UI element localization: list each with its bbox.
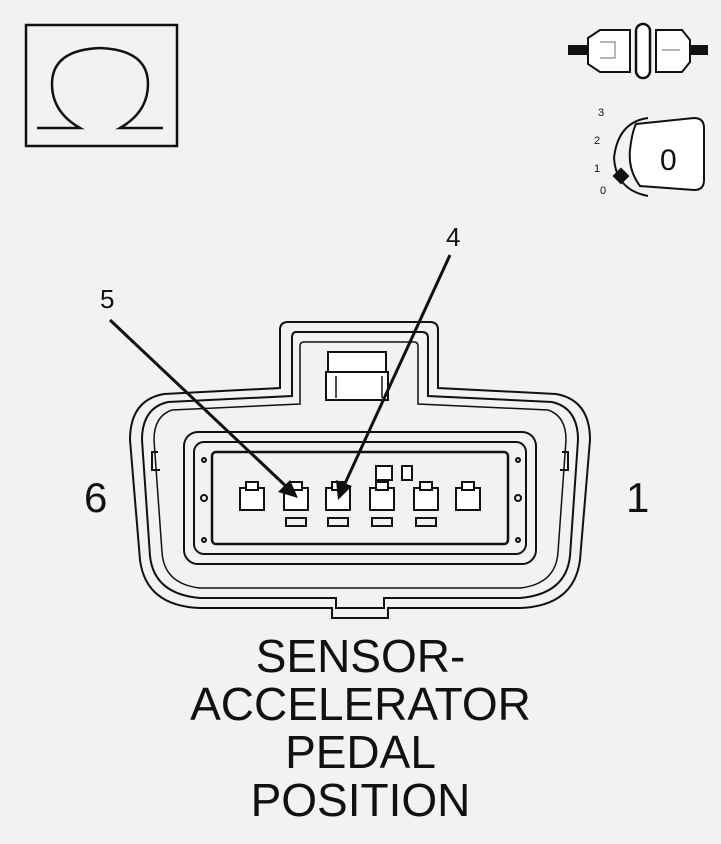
callout-arrow-5 xyxy=(108,318,292,492)
title-line: PEDAL xyxy=(285,726,436,778)
callout-arrowhead-4 xyxy=(336,480,352,500)
connector-disconnected-icon xyxy=(568,22,708,80)
pin-3-terminal xyxy=(369,481,395,527)
pin-2-terminal xyxy=(413,481,439,527)
callout-arrowhead-5 xyxy=(278,480,298,498)
ohm-meter-icon xyxy=(24,23,179,148)
connector-end-label-1: 1 xyxy=(626,474,649,521)
title-line: SENSOR- xyxy=(255,630,466,682)
title-line: POSITION xyxy=(250,774,471,826)
ignition-position-2: 2 xyxy=(594,135,600,147)
ignition-key-icon xyxy=(612,116,705,197)
connector-end-label-6: 6 xyxy=(84,474,107,521)
pin-1-terminal xyxy=(455,481,481,511)
pin-6-terminal xyxy=(239,481,265,511)
callout-label-5: 5 xyxy=(100,284,114,314)
ignition-position-3: 3 xyxy=(598,107,604,119)
ignition-position-1: 1 xyxy=(594,163,600,175)
ignition-position-0: 0 xyxy=(600,185,606,197)
callout-arrows xyxy=(108,254,452,492)
ignition-key-label: 0 xyxy=(660,144,677,177)
connector-body xyxy=(128,321,592,619)
title-line: ACCELERATOR xyxy=(190,678,531,730)
callout-arrow-4 xyxy=(340,254,452,491)
terminal-pins xyxy=(239,481,481,527)
connector-title: SENSOR- ACCELERATOR PEDAL POSITION xyxy=(0,632,721,824)
callout-label-4: 4 xyxy=(446,222,460,252)
